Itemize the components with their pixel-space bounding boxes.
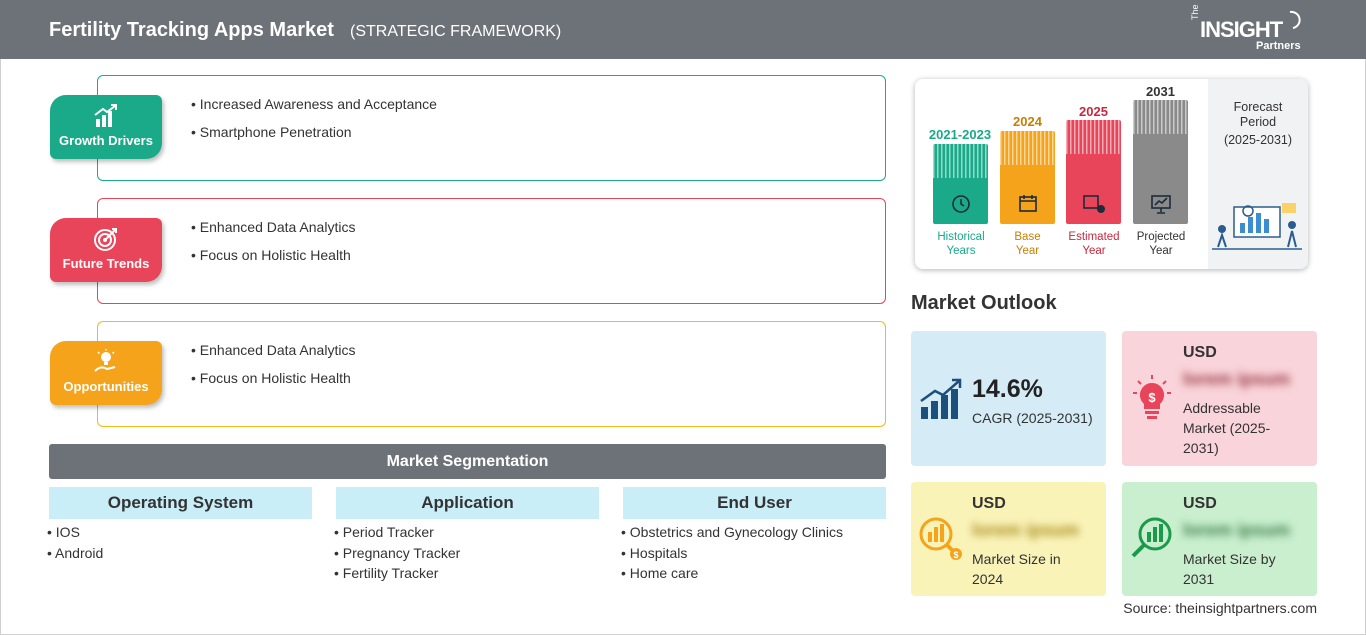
addressable-line1: Addressable — [1183, 400, 1261, 416]
list-item: • Focus on Holistic Health — [191, 247, 351, 263]
list-item: • Pregnancy Tracker — [334, 544, 461, 561]
future-trends-list: • Enhanced Data Analytics • Focus on Hol… — [191, 219, 355, 275]
target-icon — [94, 228, 117, 251]
size2031-value: lorem ipsum — [1183, 520, 1291, 540]
addressable-line3: 2031) — [1183, 440, 1219, 456]
addressable-usd: USD — [1183, 344, 1217, 361]
segment-heading-operating-system: Operating System — [49, 487, 312, 519]
svg-text:$: $ — [1148, 390, 1156, 405]
timeline-year: 2025 — [1079, 104, 1108, 119]
opportunities-card: • Enhanced Data Analytics • Focus on Hol… — [97, 321, 886, 427]
money-search-icon: $ — [919, 517, 962, 560]
timeline-column-estimated — [1066, 120, 1121, 224]
source-note: Source: theinsightpartners.com — [1123, 600, 1317, 616]
forecast-line3: (2025-2031) — [1223, 133, 1293, 147]
timeline-column-base — [1000, 131, 1055, 224]
svg-text:$: $ — [953, 550, 958, 560]
growth-bars-icon — [920, 378, 962, 419]
future-trends-badge: Future Trends — [50, 218, 162, 282]
application-list: • Period Tracker • Pregnancy Tracker • F… — [334, 524, 460, 586]
lightbulb-hand-icon — [94, 349, 116, 372]
chart-search-icon — [1131, 517, 1172, 558]
growth-drivers-list: • Increased Awareness and Acceptance • S… — [191, 96, 437, 152]
logo-brand: INSIGHT — [1200, 17, 1283, 42]
timeline-year: 2031 — [1146, 84, 1175, 99]
forecast-line1: Forecast — [1233, 100, 1283, 114]
insight-partners-logo[interactable]: The INSIGHT Partners — [1190, 4, 1310, 54]
forecast-line2: Period — [1239, 115, 1277, 129]
segmentation-title: Market Segmentation — [49, 444, 886, 479]
logo-partners: Partners — [1256, 40, 1301, 52]
timeline-year: 2021-2023 — [928, 127, 992, 142]
header-bar: Fertility Tracking Apps Market (STRATEGI… — [0, 0, 1366, 59]
estimate-icon — [1083, 195, 1105, 213]
growth-drivers-badge: Growth Drivers — [50, 95, 162, 159]
segment-heading-application: Application — [336, 487, 599, 519]
opportunities-list: • Enhanced Data Analytics • Focus on Hol… — [191, 342, 355, 398]
list-item: • Period Tracker — [334, 524, 434, 540]
presentation-icon — [1151, 195, 1171, 214]
size2024-line2: 2024 — [972, 571, 1004, 587]
addressable-value: lorem ipsum — [1183, 369, 1291, 389]
badge-label: Opportunities — [63, 379, 149, 394]
timeline-year: 2024 — [1013, 114, 1042, 129]
list-item: • Enhanced Data Analytics — [191, 219, 356, 235]
size2031-line1: Market Size by — [1183, 551, 1276, 567]
money-bulb-icon: $ — [1133, 375, 1171, 419]
calendar-icon — [1019, 195, 1037, 212]
page-title: Fertility Tracking Apps Market — [49, 19, 334, 41]
opportunities-badge: Opportunities — [50, 341, 162, 405]
addressable-line2: Market (2025- — [1183, 420, 1271, 436]
logo-arc-icon — [1289, 10, 1301, 29]
timeline-column-historical — [933, 144, 988, 224]
badge-label: Growth Drivers — [59, 133, 153, 148]
future-trends-card: • Enhanced Data Analytics • Focus on Hol… — [97, 198, 886, 304]
list-item: • Home care — [621, 565, 699, 581]
list-item: • Focus on Holistic Health — [191, 370, 351, 386]
history-icon — [952, 195, 970, 213]
market-outlook-title: Market Outlook — [911, 292, 1057, 314]
size2031-line2: 2031 — [1183, 571, 1215, 587]
logo-the: The — [1190, 4, 1200, 20]
list-item: • Increased Awareness and Acceptance — [191, 96, 437, 112]
size2024-line1: Market Size in — [972, 551, 1061, 567]
list-item: • Obstetrics and Gynecology Clinics — [621, 524, 843, 540]
cagr-label: CAGR (2025-2031) — [972, 410, 1093, 426]
size2024-usd: USD — [972, 495, 1006, 512]
list-item: • Hospitals — [621, 544, 688, 561]
growth-drivers-card: • Increased Awareness and Acceptance • S… — [97, 75, 886, 181]
growth-chart-icon — [94, 104, 117, 127]
list-item: • Smartphone Penetration — [191, 124, 352, 140]
market-size-2031-box: USD lorem ipsum Market Size by 2031 — [1122, 482, 1317, 596]
analytics-people-icon — [1212, 203, 1302, 250]
badge-label: Future Trends — [62, 256, 150, 271]
addressable-market-box: $ USD lorem ipsum Addressable Market (20… — [1122, 331, 1317, 466]
cagr-box: 14.6% CAGR (2025-2031) — [911, 331, 1106, 466]
list-item: • Enhanced Data Analytics — [191, 342, 356, 358]
list-item: • Fertility Tracker — [334, 565, 439, 581]
operating-system-list: • IOS • Android — [47, 524, 103, 565]
end-user-list: • Obstetrics and Gynecology Clinics • Ho… — [621, 524, 843, 586]
timeline-column-projected — [1133, 100, 1188, 224]
list-item: • IOS — [47, 524, 80, 540]
size2024-value: lorem ipsum — [972, 520, 1080, 540]
size2031-usd: USD — [1183, 495, 1217, 512]
segment-heading-end-user: End User — [623, 487, 886, 519]
list-item: • Android — [47, 544, 104, 561]
market-size-2024-box: $ USD lorem ipsum Market Size in 2024 — [911, 482, 1106, 596]
page-subtitle: (STRATEGIC FRAMEWORK) — [350, 23, 562, 40]
cagr-value: 14.6% — [972, 375, 1043, 403]
